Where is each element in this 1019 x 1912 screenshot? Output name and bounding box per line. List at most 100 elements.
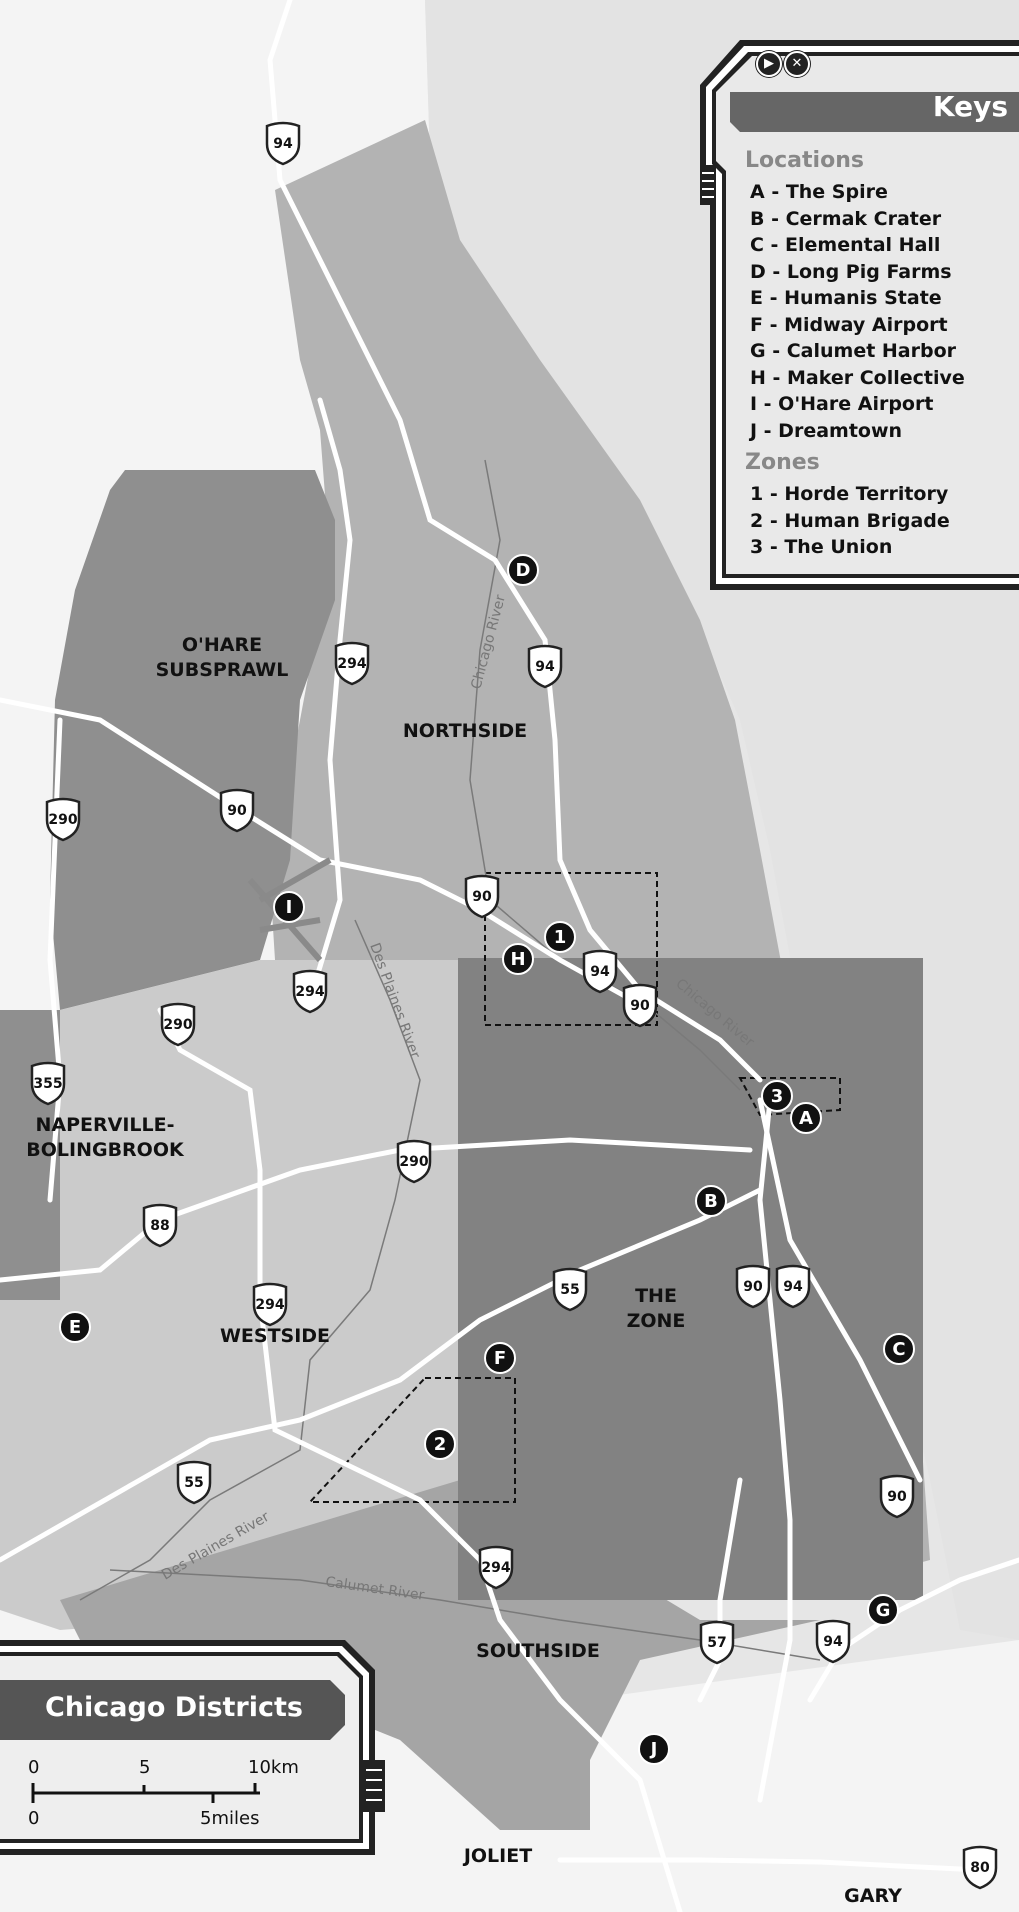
location-marker: F [484, 1342, 516, 1374]
highway-shield-number: 90 [743, 1279, 763, 1295]
marker-label: 1 [554, 927, 567, 948]
highway-shield-number: 94 [823, 1634, 843, 1650]
highway-shield-icon: 294 [292, 969, 328, 1014]
highway-shield-number: 355 [33, 1076, 62, 1092]
region-zone-label-2: ZONE [627, 1310, 686, 1332]
legend-panel-frame [0, 1640, 385, 1855]
zone-marker: 3 [761, 1080, 793, 1112]
location-marker: I [273, 891, 305, 923]
highway-shield-number: 55 [560, 1282, 579, 1298]
region-ohare-label: O'HARE [182, 634, 262, 656]
region-westside-label: WESTSIDE [220, 1325, 330, 1347]
outer-land [0, 0, 430, 220]
locations-heading: Locations [745, 148, 864, 173]
location-item: I - O'Hare Airport [750, 393, 934, 415]
highway-shield-number: 94 [535, 659, 555, 675]
highway-shield-number: 294 [295, 984, 324, 1000]
marker-label: G [876, 1600, 891, 1621]
highway-shield-icon: 90 [622, 983, 658, 1028]
highway-shield-icon: 80 [962, 1845, 998, 1890]
highway-shield-number: 294 [255, 1297, 284, 1313]
highway-shield-icon: 55 [552, 1267, 588, 1312]
location-item: H - Maker Collective [750, 366, 965, 389]
district-southside [60, 1480, 820, 1830]
district-ohare [50, 470, 335, 1010]
highway-shield-icon: 88 [142, 1203, 178, 1248]
marker-label: 3 [771, 1086, 784, 1107]
zones-heading: Zones [745, 450, 820, 475]
location-marker: B [695, 1185, 727, 1217]
region-southside-label: SOUTHSIDE [476, 1640, 600, 1662]
location-item: A - The Spire [750, 181, 888, 203]
scale-bar [31, 1783, 260, 1803]
region-naperville-label: NAPERVILLE- [36, 1114, 175, 1136]
keys-panel: ▶ ✕ Keys Locations A - The Spire B - Cer… [700, 40, 1019, 590]
legend-panel: Chicago Districts 0 5 10km 0 5miles [0, 1640, 385, 1855]
scale-mi-5: 5miles [200, 1808, 260, 1829]
highway-shield-icon: 57 [699, 1620, 735, 1665]
region-joliet-label: JOLIET [462, 1845, 532, 1867]
zone-marker: 1 [544, 921, 576, 953]
region-naperville-label-2: BOLINGBROOK [26, 1139, 185, 1161]
marker-label: J [649, 1739, 658, 1760]
region-northside-label: NORTHSIDE [403, 720, 527, 742]
location-marker: E [59, 1311, 91, 1343]
highway-shield-number: 94 [273, 136, 293, 152]
highway-shield-icon: 55 [176, 1460, 212, 1505]
marker-label: D [516, 560, 531, 581]
highway-shield-icon: 94 [815, 1619, 851, 1664]
highway-shield-icon: 94 [265, 121, 301, 166]
highway-shield-icon: 290 [396, 1139, 432, 1184]
location-item: C - Elemental Hall [750, 234, 941, 256]
location-marker: C [883, 1333, 915, 1365]
location-item: G - Calumet Harbor [750, 340, 957, 362]
highway-shield-icon: 90 [219, 788, 255, 833]
location-item: B - Cermak Crater [750, 207, 942, 230]
zone-1-outline [484, 872, 658, 1026]
scale-mi-0: 0 [28, 1808, 40, 1829]
zone-item: 1 - Horde Territory [750, 483, 949, 505]
location-item: J - Dreamtown [750, 419, 903, 442]
highway-shield-icon: 94 [527, 644, 563, 689]
district-the-zone [458, 958, 923, 1600]
close-icon[interactable]: ✕ [784, 51, 810, 77]
scale-km-5: 5 [139, 1757, 151, 1778]
location-marker: G [867, 1594, 899, 1626]
location-marker: A [790, 1102, 822, 1134]
highway-shield-number: 88 [150, 1218, 169, 1234]
marker-label: F [494, 1348, 506, 1369]
highway-shield-icon: 94 [582, 949, 618, 994]
map-title: Chicago Districts [45, 1692, 303, 1723]
highway-shield-icon: 90 [464, 874, 500, 919]
highway-shield-number: 90 [227, 803, 247, 819]
play-icon[interactable]: ▶ [756, 51, 782, 77]
highway-shield-number: 57 [707, 1635, 726, 1651]
highway-shield-icon: 90 [879, 1474, 915, 1519]
highway-shield-icon: 90 [735, 1264, 771, 1309]
location-item: F - Midway Airport [750, 313, 948, 336]
highway-shield-number: 90 [472, 889, 492, 905]
keys-panel-frame [700, 40, 1019, 590]
highway-shield-icon: 355 [30, 1061, 66, 1106]
highway-shield-number: 90 [887, 1489, 907, 1505]
location-item: E - Humanis State [750, 287, 942, 309]
region-gary-label: GARY [844, 1885, 902, 1907]
highway-shield-icon: 294 [478, 1545, 514, 1590]
highway-shield-number: 80 [970, 1860, 990, 1876]
location-marker: J [638, 1733, 670, 1765]
highway-shield-number: 290 [399, 1154, 428, 1170]
marker-label: H [510, 949, 525, 970]
locations-list: A - The Spire B - Cermak Crater C - Elem… [750, 179, 965, 444]
highway-shield-icon: 294 [252, 1282, 288, 1327]
highway-shield-icon: 294 [334, 641, 370, 686]
scale-km-10: 10km [248, 1757, 299, 1778]
zone-item: 3 - The Union [750, 536, 893, 558]
highway-shield-number: 290 [48, 812, 77, 828]
region-ohare-label-2: SUBSPRAWL [156, 659, 289, 681]
marker-label: A [799, 1108, 813, 1129]
marker-label: 2 [434, 1434, 447, 1455]
location-marker: D [507, 554, 539, 586]
marker-label: C [892, 1339, 905, 1360]
region-zone-label: THE [635, 1285, 677, 1307]
highway-shield-number: 294 [481, 1560, 510, 1576]
